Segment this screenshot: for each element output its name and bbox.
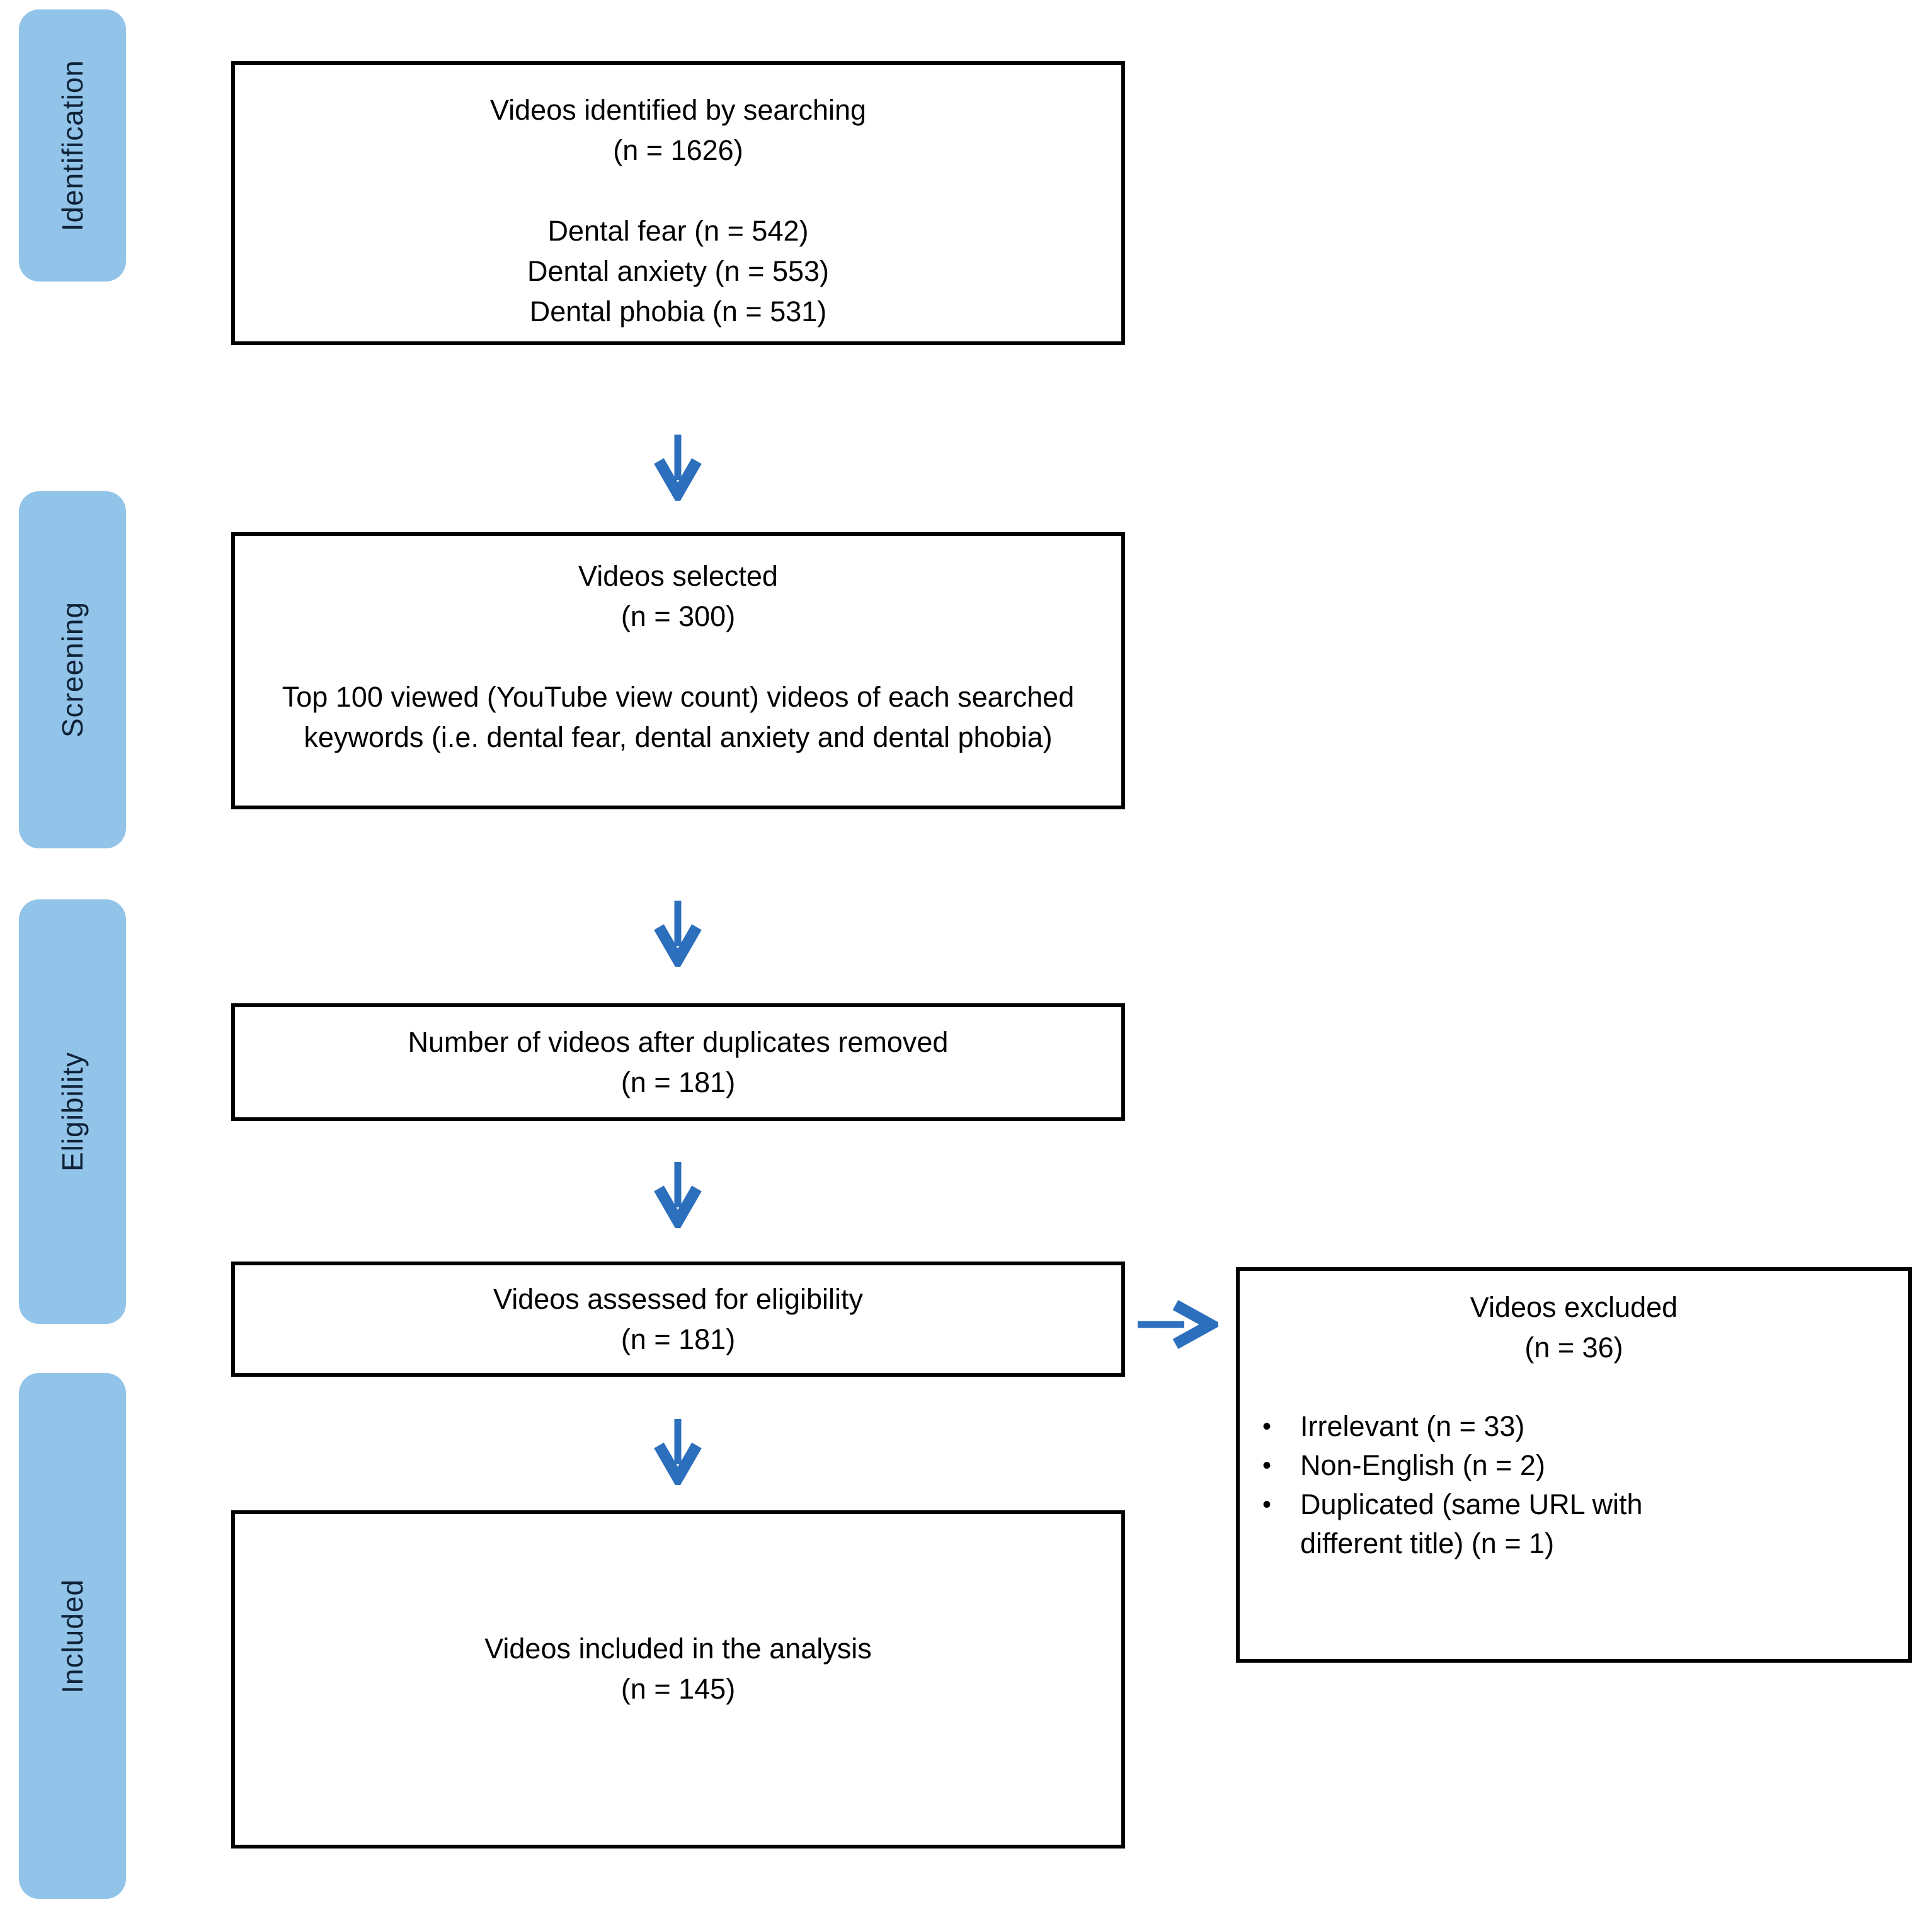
stage-label-included: Included xyxy=(56,1578,89,1694)
arrow-down-icon xyxy=(653,901,703,967)
bullet-icon: • xyxy=(1262,1452,1272,1479)
arrow-down-icon xyxy=(653,1419,703,1485)
detail-dental-phobia: Dental phobia (n = 531) xyxy=(529,295,827,328)
exclusion-reason-non-english: Non-English (n = 2) xyxy=(1300,1449,1545,1481)
bullet-icon: • xyxy=(1262,1413,1272,1440)
box-videos-excluded-title: Videos excluded xyxy=(1470,1291,1678,1323)
exclusion-reason-duplicated: Duplicated (same URL with different titl… xyxy=(1300,1488,1643,1559)
box-videos-included-title: Videos included in the analysis xyxy=(484,1632,872,1665)
box-videos-selected-count: (n = 300) xyxy=(620,600,736,632)
box-videos-assessed-count: (n = 181) xyxy=(620,1323,736,1355)
spacer xyxy=(279,637,1077,677)
arrow-down-icon xyxy=(653,435,703,501)
box-videos-assessed: Videos assessed for eligibility (n = 181… xyxy=(231,1262,1125,1377)
exclusion-reason-item: • Irrelevant (n = 33) xyxy=(1254,1407,1751,1446)
exclusion-reasons-list: • Irrelevant (n = 33) • Non-English (n =… xyxy=(1240,1407,1908,1563)
box-videos-selected: Videos selected (n = 300) Top 100 viewed… xyxy=(231,532,1125,809)
stage-included: Included xyxy=(19,1373,126,1899)
box-videos-selected-title: Videos selected xyxy=(578,560,778,592)
box-duplicates-removed: Number of videos after duplicates remove… xyxy=(231,1003,1125,1121)
detail-dental-anxiety: Dental anxiety (n = 553) xyxy=(527,255,830,287)
box-videos-identified-title: Videos identified by searching xyxy=(489,94,867,126)
box-videos-assessed-title: Videos assessed for eligibility xyxy=(493,1282,863,1315)
stage-label-eligibility: Eligibility xyxy=(56,1052,89,1171)
box-videos-excluded-count: (n = 36) xyxy=(1524,1331,1623,1364)
box-duplicates-removed-title: Number of videos after duplicates remove… xyxy=(408,1025,949,1058)
box-videos-identified-count: (n = 1626) xyxy=(613,134,743,166)
arrow-down-icon xyxy=(653,1162,703,1228)
detail-dental-fear: Dental fear (n = 542) xyxy=(547,215,809,247)
stage-eligibility: Eligibility xyxy=(19,899,126,1324)
exclusion-reason-item: • Non-English (n = 2) xyxy=(1254,1446,1751,1485)
box-videos-included: Videos included in the analysis (n = 145… xyxy=(231,1510,1125,1848)
box-duplicates-removed-count: (n = 181) xyxy=(620,1066,736,1098)
box-videos-included-count: (n = 145) xyxy=(620,1672,736,1705)
arrow-right-icon xyxy=(1138,1299,1218,1350)
stage-label-identification: Identification xyxy=(56,59,89,232)
stage-identification: Identification xyxy=(19,9,126,282)
box-videos-identified: Videos identified by searching (n = 1626… xyxy=(231,61,1125,345)
spacer xyxy=(235,171,1121,211)
exclusion-reason-irrelevant: Irrelevant (n = 33) xyxy=(1300,1410,1525,1442)
box-videos-selected-detail: Top 100 viewed (YouTube view count) vide… xyxy=(282,681,1075,753)
stage-screening: Screening xyxy=(19,491,126,848)
stage-label-screening: Screening xyxy=(56,601,89,738)
bullet-icon: • xyxy=(1262,1491,1272,1518)
exclusion-reason-item: • Duplicated (same URL with different ti… xyxy=(1254,1485,1751,1563)
box-videos-excluded: Videos excluded (n = 36) • Irrelevant (n… xyxy=(1236,1267,1912,1663)
